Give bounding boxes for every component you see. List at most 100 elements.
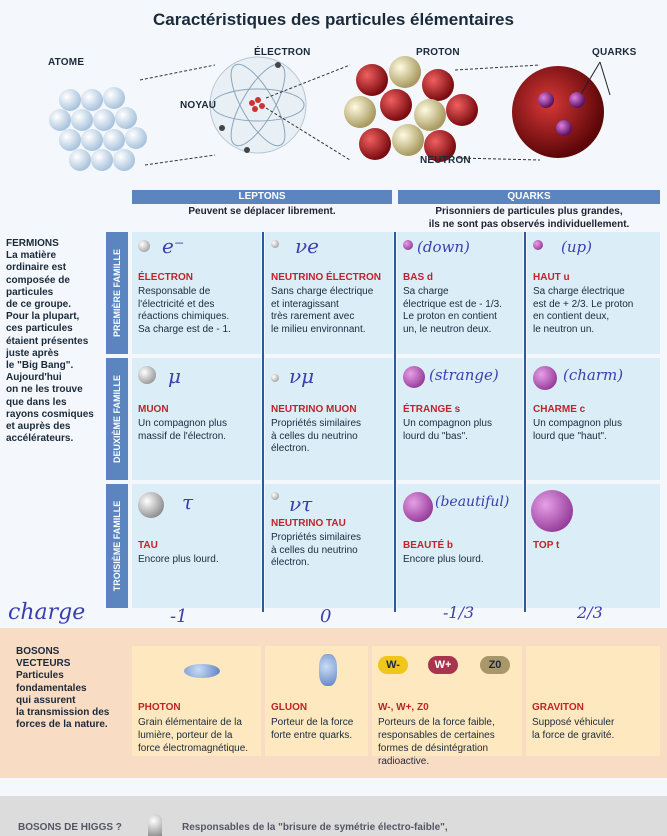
neutrino-sphere-icon <box>271 240 279 248</box>
charge-value-neutrino: 0 <box>320 606 332 627</box>
fermions-line: composée de <box>6 274 70 286</box>
desc-line: est de + 2/3. Le proton <box>533 298 634 310</box>
desc-line: force électromagnétique. <box>138 743 249 754</box>
boson-name: GRAVITON <box>532 702 584 713</box>
desc-line: Sans charge électrique <box>271 286 374 297</box>
handwritten-symbol: (down) <box>417 238 470 256</box>
fermions-line: Pour la plupart, <box>6 311 80 323</box>
desc-line: responsables de certaines <box>378 730 495 741</box>
particle-name: TOP t <box>533 540 560 551</box>
bosons-heading: BOSONS <box>16 646 60 657</box>
desc-line: très rarement avec <box>271 311 355 322</box>
photon-icon <box>184 664 220 678</box>
proton-with-quarks <box>512 66 604 158</box>
column-divider <box>262 232 264 612</box>
handwritten-symbol: νμ <box>289 364 315 388</box>
quark-sphere-icon <box>533 366 557 390</box>
label-neutron: NEUTRON <box>420 155 471 166</box>
bosons-line: la transmission des <box>16 707 110 719</box>
desc-line: à celles du neutrino <box>271 544 358 556</box>
handwritten-symbol: νe <box>295 234 319 258</box>
fermions-line: que dans les <box>6 396 67 408</box>
particle-name: BAS d <box>403 272 433 283</box>
desc-line: électron. <box>271 557 310 568</box>
higgs-text: Responsables de la "brisure de symétrie … <box>182 822 448 833</box>
leptons-desc: Peuvent se déplacer librement. <box>188 206 336 217</box>
charge-label: charge <box>8 600 86 625</box>
w-minus-icon: W- <box>378 656 408 674</box>
family-label-3: TROISIÈME FAMILLE <box>106 484 128 608</box>
bosons-line: Particules <box>16 670 64 682</box>
desc-line: Supposé véhiculer <box>532 717 615 728</box>
desc-line: à celles du neutrino <box>271 430 358 442</box>
boson-name: W-, W+, Z0 <box>378 702 429 713</box>
particle-cell-beaute: (beautiful) BEAUTÉ b Encore plus lourd. <box>397 484 523 608</box>
particle-cell-tau: τ TAU Encore plus lourd. <box>132 484 261 608</box>
particle-name: ÉTRANGE s <box>403 404 461 415</box>
desc-line: Propriétés similaires <box>271 418 362 429</box>
desc-line: Encore plus lourd. <box>138 554 219 565</box>
desc-line: Un compagnon plus <box>533 418 622 429</box>
desc-line: électron. <box>271 443 310 454</box>
desc-line: radioactive. <box>378 756 430 767</box>
family-label-text: DEUXIÈME FAMILLE <box>112 374 122 464</box>
fermions-line: et auprès des <box>6 421 71 433</box>
desc-line: et interagissant <box>271 298 339 310</box>
label-proton: PROTON <box>416 47 460 58</box>
higgs-section: BOSONS DE HIGGS ? Responsables de la "br… <box>0 796 667 836</box>
higgs-icon <box>148 814 162 836</box>
boson-name: GLUON <box>271 702 308 713</box>
handwritten-symbol: (up) <box>561 238 592 256</box>
leptons-header: LEPTONS <box>132 190 392 204</box>
desc-line: lumière, porteur de la <box>138 730 233 741</box>
charge-value-lepton: -1 <box>170 606 188 627</box>
bosons-text: BOSONS VECTEURS Particules fondamentales… <box>16 646 128 731</box>
fermions-line: de ce groupe. <box>6 299 72 311</box>
quarks-header: QUARKS <box>398 190 660 204</box>
desc-line: formes de désintégration <box>378 743 489 754</box>
desc-line: forte entre quarks. <box>271 730 353 741</box>
bosons-section: BOSONS VECTEURS Particules fondamentales… <box>0 628 667 778</box>
desc-line: Sa charge électrique <box>533 286 625 297</box>
fermions-line: particules <box>6 286 54 298</box>
fermions-line: ces particules <box>6 323 73 335</box>
quark-sphere-icon <box>403 366 425 388</box>
particle-name: NEUTRINO TAU <box>271 518 346 529</box>
desc-line: Propriétés similaires <box>271 532 362 543</box>
charge-value-up: 2/3 <box>577 603 603 622</box>
label-quarks: QUARKS <box>592 47 637 58</box>
nucleus <box>344 56 478 162</box>
boson-desc: Porteurs de la force faible,responsables… <box>378 716 495 768</box>
fermions-text: FERMIONS La matière ordinaire est compos… <box>6 238 106 445</box>
fermions-line: Aujourd'hui <box>6 372 62 384</box>
particle-name: ÉLECTRON <box>138 272 193 283</box>
higgs-label: BOSONS DE HIGGS ? <box>18 822 122 833</box>
bosons-heading: VECTEURS <box>16 658 71 670</box>
particle-name: MUON <box>138 404 169 415</box>
family-label-2: DEUXIÈME FAMILLE <box>106 358 128 480</box>
desc-line: un, le neutron deux. <box>403 323 492 335</box>
particle-desc: Encore plus lourd. <box>403 554 484 567</box>
desc-line: Un compagnon plus <box>138 418 227 429</box>
handwritten-symbol: (charm) <box>563 366 624 384</box>
desc-line: le milieu environnant. <box>271 323 366 335</box>
electron-orbits <box>209 56 307 154</box>
desc-line: la force de gravité. <box>532 730 615 741</box>
page-title: Caractéristiques des particules élémenta… <box>153 10 514 29</box>
particle-name: CHARME c <box>533 404 586 415</box>
atom-diagram <box>0 40 667 185</box>
label-atome: ATOME <box>48 57 85 68</box>
column-divider <box>394 232 396 612</box>
